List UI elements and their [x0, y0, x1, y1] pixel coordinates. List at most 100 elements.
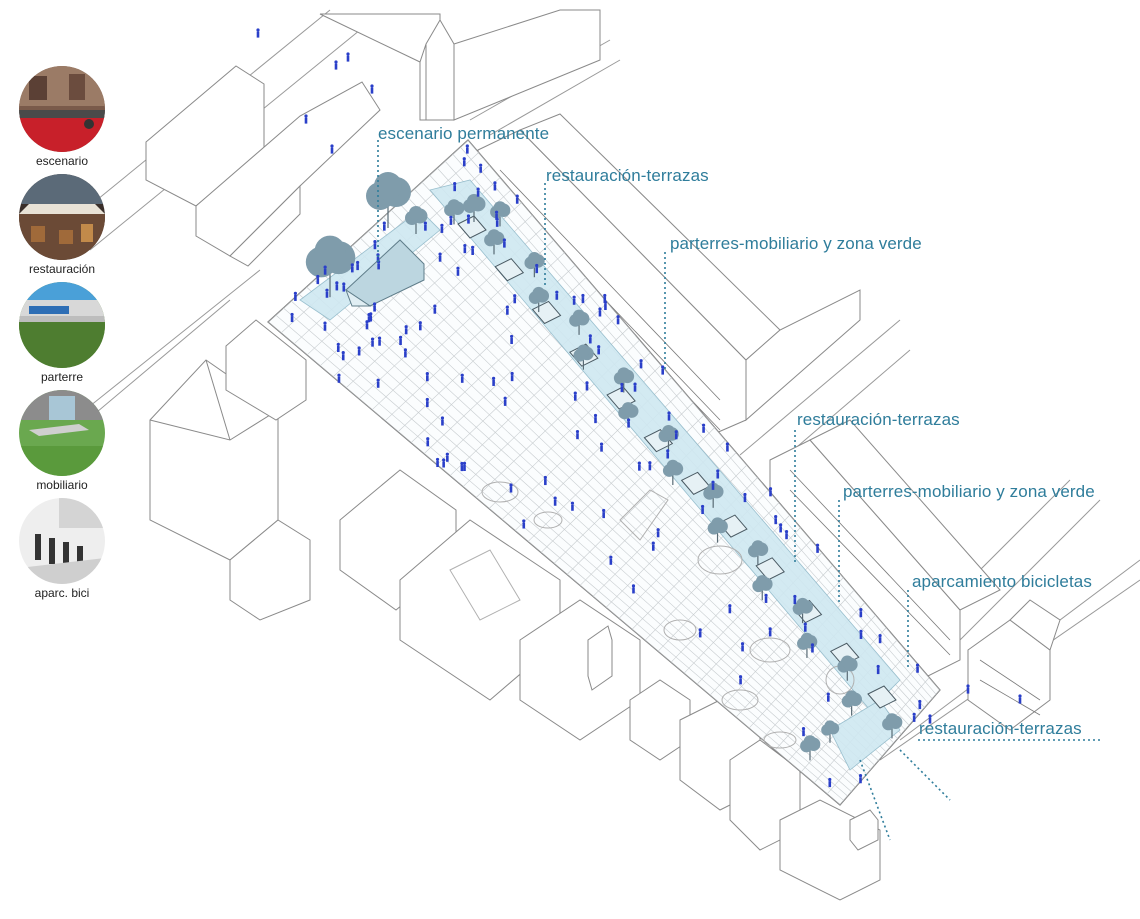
person-figure	[774, 514, 778, 525]
person-figure	[460, 373, 464, 383]
legend-label: aparc. bici	[34, 586, 90, 600]
person-figure	[828, 777, 832, 788]
person-figure	[471, 245, 475, 255]
person-figure	[290, 312, 294, 323]
person-figure	[593, 413, 598, 424]
trees	[305, 172, 903, 761]
person-figure	[716, 469, 720, 479]
person-figure	[438, 252, 442, 262]
legend-label: escenario	[35, 154, 89, 168]
tree	[569, 309, 590, 335]
callout-parterres-2: parterres-mobiliario y zona verde	[843, 482, 1095, 501]
person-figure	[667, 411, 671, 421]
person-figure	[456, 266, 460, 276]
tree	[707, 517, 728, 543]
person-figure	[505, 305, 509, 315]
legend-item-restauracion: restauración	[14, 174, 110, 276]
person-figure	[553, 496, 557, 506]
person-figure	[815, 543, 820, 553]
person-figure	[404, 325, 408, 335]
person-figure	[442, 458, 446, 468]
person-figure	[370, 84, 374, 94]
person-figure	[915, 663, 920, 673]
person-figure	[325, 288, 329, 298]
legend-label: parterre	[40, 370, 84, 384]
person-figure	[502, 238, 506, 248]
legend-label: mobiliario	[36, 478, 88, 492]
person-figure	[581, 293, 585, 304]
legend-item-mobiliario: mobiliario	[14, 390, 110, 492]
tree	[405, 206, 428, 234]
callout-restauracion-terrazas-2: restauración-terrazas	[797, 410, 960, 429]
person-figure	[466, 214, 471, 224]
person-figure	[445, 452, 449, 462]
person-figure	[435, 457, 440, 468]
tree	[800, 735, 821, 761]
person-figure	[256, 28, 260, 38]
callout-restauracion-terrazas-3: restauración-terrazas	[919, 719, 1082, 738]
planter-box	[494, 258, 525, 282]
person-figure	[440, 223, 444, 233]
person-figure	[370, 337, 375, 347]
person-figure	[666, 449, 670, 459]
person-figure	[698, 628, 702, 638]
person-figure	[510, 334, 514, 345]
legend-item-parterre: parterre	[14, 282, 110, 384]
person-figure	[510, 371, 514, 382]
person-figure	[335, 281, 339, 291]
person-figure	[876, 664, 880, 675]
person-figure	[356, 260, 360, 271]
person-figure	[323, 265, 327, 275]
legend-item-escenario: escenario	[14, 66, 110, 168]
person-figure	[425, 372, 429, 382]
tree	[752, 575, 773, 601]
person-figure	[801, 726, 806, 737]
person-figure	[651, 541, 655, 551]
tree	[573, 344, 594, 370]
person-figure	[573, 391, 577, 401]
person-figure	[585, 381, 589, 391]
planter-box	[531, 300, 562, 325]
person-figure	[336, 342, 340, 353]
person-figure	[639, 359, 643, 369]
person-figure	[376, 378, 380, 388]
person-figure	[334, 60, 338, 70]
person-figure	[382, 221, 386, 231]
tree	[792, 597, 813, 624]
person-figure	[918, 699, 922, 710]
person-figure	[656, 528, 660, 538]
person-figure	[711, 480, 715, 490]
person-figure	[293, 291, 297, 301]
person-figure	[599, 442, 604, 452]
person-figure	[858, 774, 863, 784]
person-figure	[423, 221, 427, 231]
tree	[305, 235, 356, 298]
tree	[366, 172, 411, 228]
tree	[444, 199, 465, 225]
person-figure	[323, 321, 327, 331]
person-figure	[768, 487, 773, 497]
person-figure	[575, 429, 580, 440]
person-figure	[357, 346, 361, 356]
terrace-photo-icon	[19, 174, 105, 260]
tree	[484, 229, 505, 255]
stage-photo-icon	[19, 66, 105, 152]
person-figure	[515, 194, 519, 204]
person-figure	[316, 274, 320, 285]
person-figure	[588, 334, 592, 344]
person-figure	[661, 365, 665, 375]
person-figure	[810, 643, 815, 653]
person-figure	[878, 634, 882, 644]
person-figure	[740, 642, 745, 652]
person-figure	[555, 290, 559, 300]
person-figure	[1018, 694, 1022, 704]
person-figure	[928, 714, 932, 724]
tree	[837, 655, 858, 681]
person-figure	[764, 593, 768, 603]
person-figure	[793, 594, 797, 605]
tree	[528, 286, 550, 313]
person-figure	[509, 483, 513, 493]
person-figure	[425, 397, 429, 408]
person-figure	[620, 382, 624, 393]
person-figure	[453, 181, 457, 192]
